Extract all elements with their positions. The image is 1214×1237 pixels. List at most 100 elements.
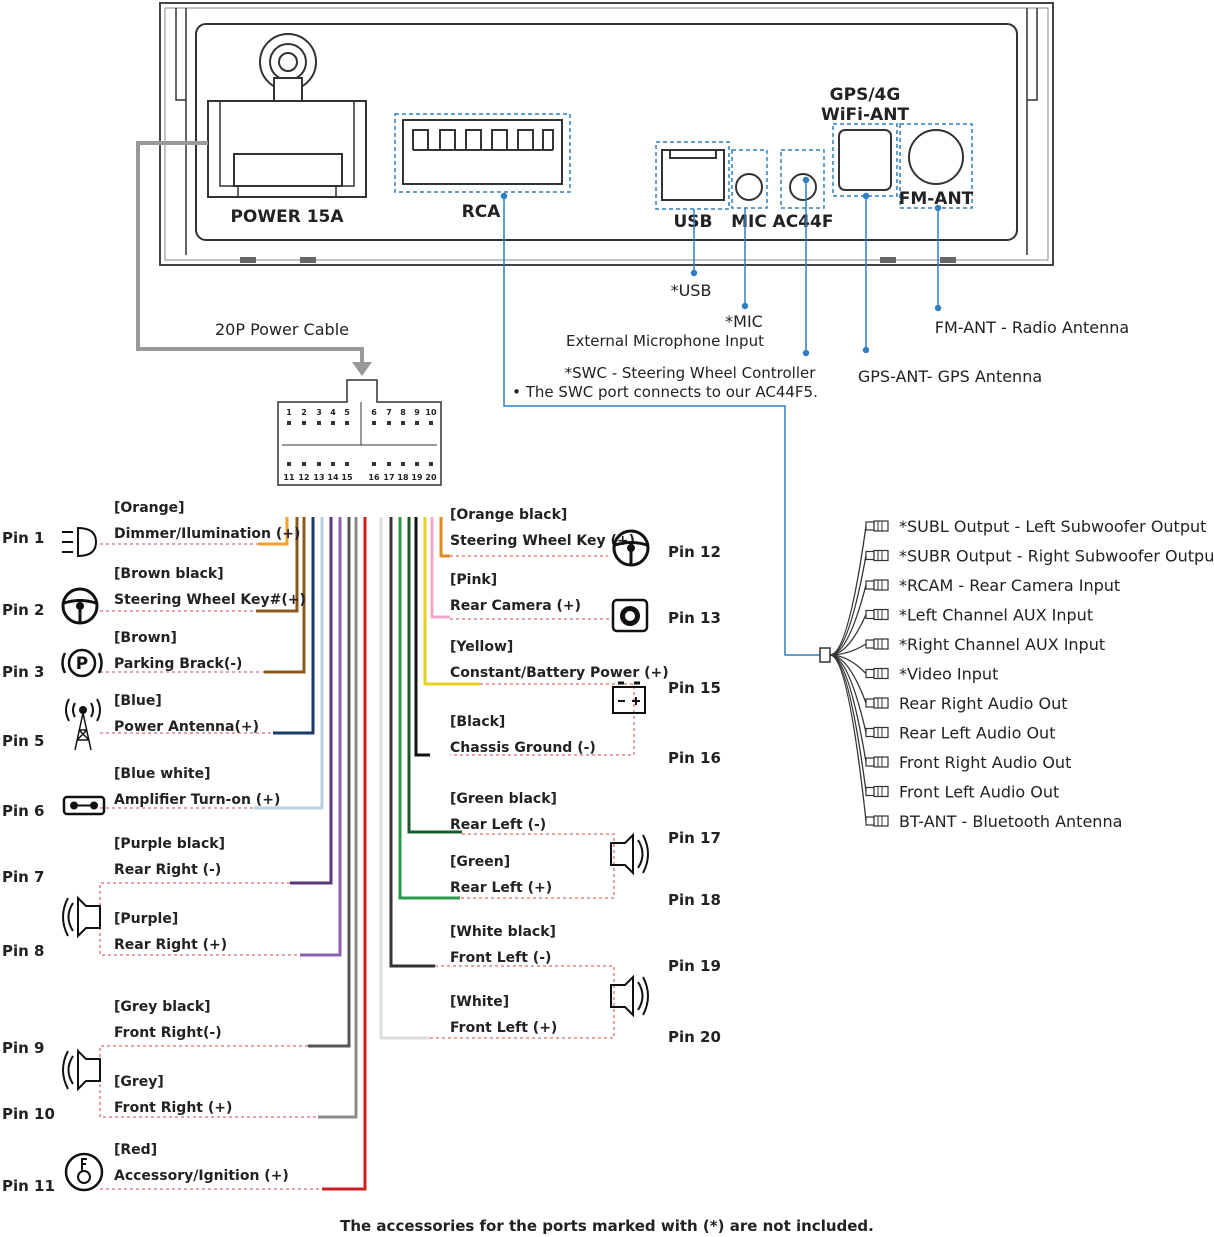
connector-pin-number: 3 [316, 408, 322, 417]
rca-lead [829, 654, 867, 763]
wire-function-label: Chassis Ground (-) [450, 740, 596, 756]
connector-pin-number: 5 [344, 408, 350, 417]
wire-function-label: Front Right(-) [114, 1025, 222, 1041]
wire-function-label: Front Right (+) [114, 1100, 232, 1116]
mic-port[interactable] [731, 149, 768, 209]
right-pin-labels: Pin 12[Orange black]Steering Wheel Key (… [450, 507, 721, 1046]
wire-color-label: [Yellow] [450, 639, 513, 655]
connector-pin-hole [401, 421, 405, 425]
rca-lead [829, 525, 867, 656]
wire-color-label: [Blue] [114, 693, 162, 709]
gps-port-label-line1: GPS/4G [830, 85, 901, 105]
wire-color-label: [Brown black] [114, 566, 224, 582]
wire-color-label: [Brown] [114, 630, 177, 646]
rca-output-label: Rear Right Audio Out [899, 694, 1068, 713]
connector-pin-hole [415, 421, 419, 425]
wire-8 [308, 517, 351, 1048]
connector-pin-hole [372, 421, 376, 425]
rca-plug-icon [865, 815, 889, 827]
wire-function-label: Steering Wheel Key (+) [450, 533, 635, 549]
connector-pin-hole [317, 421, 321, 425]
mic-description: External Microphone Input [566, 332, 764, 350]
connector-pin-number: 18 [397, 473, 409, 482]
rca-plug-icon [865, 520, 889, 532]
pin-number-label: Pin 9 [2, 1039, 44, 1057]
connector-pin-hole [415, 462, 419, 466]
usb-port[interactable] [655, 141, 730, 210]
rca-output-label: BT-ANT - Bluetooth Antenna [899, 812, 1122, 831]
connector-pin-number: 14 [327, 473, 339, 482]
rca-plug-icon [865, 697, 889, 709]
rca-output-label: *RCAM - Rear Camera Input [899, 576, 1120, 595]
mic-annotation: *MIC [725, 312, 763, 331]
wire-function-label: Rear Right (-) [114, 862, 221, 878]
pin-number-label: Pin 3 [2, 663, 44, 681]
wire-color-label: [White] [450, 994, 509, 1010]
connector-pin-number: 2 [301, 408, 307, 417]
connector-pin-hole [345, 421, 349, 425]
pin-number-label: Pin 15 [668, 679, 721, 697]
ignition-icon [64, 1152, 104, 1192]
wire-9 [318, 517, 358, 1119]
rca-plug-icon [865, 549, 889, 562]
wire-6 [290, 517, 333, 885]
wire-color-label: [Orange black] [450, 507, 567, 523]
rca-plug-icon [865, 785, 889, 798]
pin-number-label: Pin 19 [668, 957, 721, 975]
rca-output-label: *SUBL Output - Left Subwoofer Output [899, 517, 1206, 536]
connector-pin-hole [331, 462, 335, 466]
connector-pin-hole [429, 421, 433, 425]
rca-plug-icon [865, 756, 889, 768]
steering-wheel-icon [612, 529, 650, 567]
dashed-leaders [99, 543, 635, 1190]
connector-pin-number: 9 [414, 408, 420, 417]
power-cable: 20P Power Cable [136, 141, 372, 376]
rca-output-label: *SUBR Output - Right Subwoofer Output [899, 547, 1214, 566]
wire-color-label: [Blue white] [114, 766, 211, 782]
rca-plug-icon [865, 667, 889, 680]
rca-output-label: *Right Channel AUX Input [899, 635, 1105, 654]
connector-pin-number: 8 [400, 408, 406, 417]
pin-number-label: Pin 6 [2, 802, 44, 820]
power-cable-label: 20P Power Cable [215, 320, 349, 339]
rca-plug-icon [865, 579, 889, 591]
svg-text:P: P [76, 654, 88, 674]
connector-pin-hole [345, 462, 349, 466]
wire-color-label: [Grey] [114, 1074, 164, 1090]
pin-number-label: Pin 2 [2, 601, 44, 619]
pin-number-label: Pin 1 [2, 529, 44, 547]
wire-1 [258, 517, 289, 546]
connector-pin-number: 10 [425, 408, 437, 417]
speaker-icon [62, 895, 101, 939]
rca-port-label: RCA [462, 202, 502, 222]
rca-port[interactable] [394, 113, 571, 193]
camera-icon [611, 598, 649, 633]
connector-pin-hole [302, 421, 306, 425]
wire-17 [398, 517, 460, 900]
wire-function-label: Parking Brack(-) [114, 656, 242, 672]
rca-output-label: Front Left Audio Out [899, 783, 1059, 802]
power-port[interactable] [207, 100, 367, 198]
connector-pin-number: 1 [286, 408, 292, 417]
wire-color-label: [Green] [450, 854, 510, 870]
footer-note: The accessories for the ports marked wit… [340, 1217, 874, 1235]
wire-function-label: Constant/Battery Power (+) [450, 665, 669, 681]
rca-lead [829, 654, 867, 822]
ac44f-port[interactable] [780, 149, 825, 209]
wire-19 [379, 517, 430, 1040]
connector-pin-number: 6 [371, 408, 377, 417]
fm-port[interactable] [899, 123, 973, 209]
wire-16 [407, 517, 462, 834]
connector-pin-hole [429, 462, 433, 466]
antenna-jack [259, 33, 317, 103]
rca-plug-icon [865, 638, 889, 650]
wire-color-label: [Red] [114, 1142, 157, 1158]
pin-number-label: Pin 8 [2, 942, 44, 960]
pin-number-label: Pin 5 [2, 732, 44, 750]
rca-output-label: *Left Channel AUX Input [899, 606, 1093, 625]
gps-port[interactable] [832, 123, 898, 197]
port-annotations: *USB *MIC External Microphone Input *SWC… [512, 281, 1129, 401]
connector-pin-number: 19 [411, 473, 423, 482]
wire-function-label: Rear Left (-) [450, 817, 546, 833]
